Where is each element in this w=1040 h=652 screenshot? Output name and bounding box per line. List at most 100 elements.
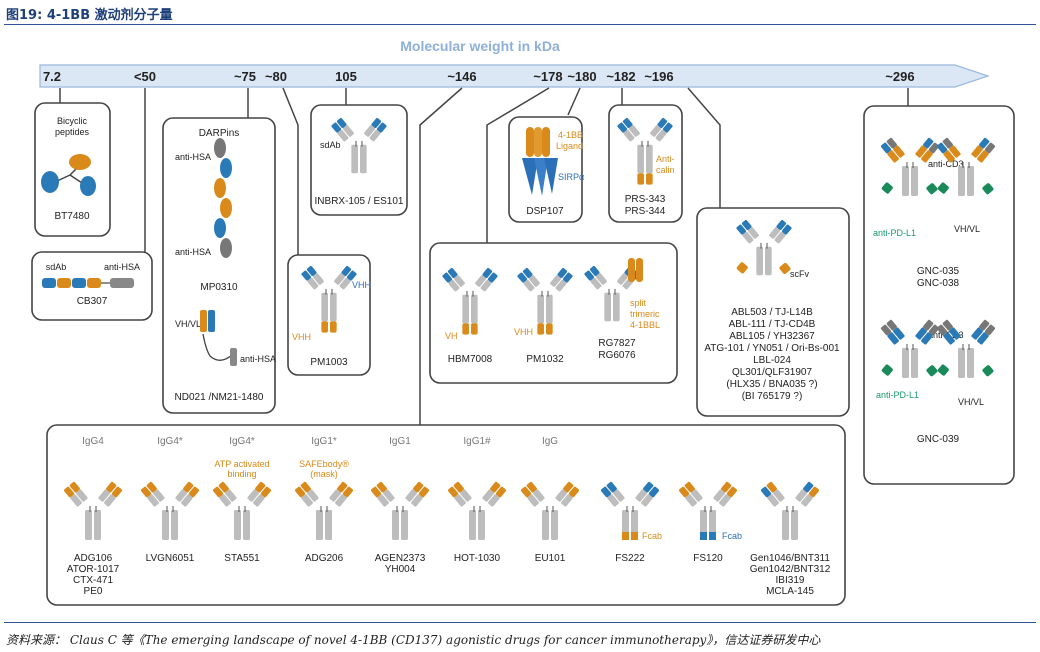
connectors [59,87,909,425]
atp-note-1: ATP activated [214,459,269,469]
scfv-drug-name: ABL503 / TJ-L14B [731,307,813,318]
axis-tick: ~80 [265,69,287,84]
isotype-label: IgG4* [157,436,183,447]
split-ligand-icon [636,258,643,282]
safebody-note-1: SAFEbody® [299,459,349,469]
mp0310-name: MP0310 [200,282,238,293]
isotype-label: IgG1* [311,436,337,447]
igg-drug-name: EU101 [535,553,566,564]
hbm7008-vh: VH [445,331,458,341]
antibody-icon [678,481,738,540]
antibody-icon [63,481,123,540]
antibody-icon [517,267,573,335]
igg-drug-name: YH004 [385,564,416,575]
prs-343: PRS-343 [625,194,666,205]
scfv-drug-name: ATG-101 / YN051 / Ori-Bs-001 [704,343,840,354]
box-pm1003 [287,254,371,376]
antibody-icon [140,481,200,540]
igg-drug-name: STA551 [224,553,260,564]
isotype-label: IgG1# [463,436,491,447]
pm1032-name: PM1032 [526,354,564,365]
scfv-drug-name: ABL-111 / TJ-CD4B [729,319,816,330]
antibody-icon [301,265,357,333]
prs-calin: calin [656,165,675,175]
darpin-chain-icon [214,138,232,258]
antibody-icon [520,481,580,540]
gnc-vhvl-a: VH/VL [954,224,980,234]
pm1003-vhh-top: VHH [352,280,371,290]
axis-tick: 105 [335,69,357,84]
safebody-note-2: (mask) [310,469,338,479]
axis-tick: ~178 [533,69,562,84]
scfv-drug-name: (BI 765179 ?) [742,391,803,402]
nd021-vhvl: VH/VL [175,319,201,329]
inbrx-sdab: sdAb [320,140,341,150]
igg-drug-name: ADG106 [74,553,113,564]
box-inbrx [310,104,408,216]
box-gnc [863,105,1015,485]
axis-tick: <50 [134,69,156,84]
antibody-icon [212,481,272,540]
inbrx-name: INBRX-105 / ES101 [315,196,404,207]
bicyclic-peptide-icon [41,154,96,196]
antibody-icon [736,219,792,276]
gnc-vhvl-b: VH/VL [958,397,984,407]
figure-title: 图19: 4-1BB 激动剂分子量 [6,8,173,23]
box-bt7480 [34,102,111,237]
fcab-note-2: Fcab [722,531,742,541]
scfv-tag: scFv [790,269,809,279]
igg-drug-name: ATOR-1017 [67,564,120,575]
antibody-icon [442,267,498,335]
pm1003-vhh-bot: VHH [292,332,311,342]
igg-drug-name: LVGN6051 [146,553,195,564]
axis-tick: ~146 [447,69,476,84]
gnc-pdl1-a: anti-PD-L1 [873,228,916,238]
isotype-label: IgG4* [229,436,255,447]
bt7480-name: BT7480 [54,211,89,222]
dsp107-sirpa: SIRPα [558,172,584,182]
axis-title: Molecular weight in kDa [400,38,560,54]
igg-drug-name: CTX-471 [73,575,113,586]
axis-arrow [39,64,990,88]
dsp107-41bb: 4-1BB [558,130,583,140]
igg-drug-name: FS120 [693,553,723,564]
antibody-icon [880,137,940,196]
antibody-icon [584,265,640,322]
isotype-label: IgG4 [82,436,104,447]
dsp107-icon [522,127,558,196]
igg-drug-name: ADG206 [305,553,344,564]
igg-drug-name: MCLA-145 [766,586,814,597]
igg-drug-name: PE0 [84,586,103,597]
axis-tick: 7.2 [43,69,61,84]
nd021-icon [200,310,237,366]
prs-344: PRS-344 [625,206,666,217]
isotype-label: IgG [542,436,558,447]
igg-drug-name: Gen1042/BNT312 [750,564,831,575]
antibody-icon [936,319,996,378]
box-igg [46,424,846,606]
igg-drug-name: IBI319 [776,575,805,586]
pm1003-name: PM1003 [310,357,348,368]
gnc-038: GNC-038 [917,278,960,289]
dsp107-name: DSP107 [526,206,564,217]
antibody-icon [370,481,430,540]
box-scfv [696,207,850,417]
dsp107-ligand: Ligand [556,141,583,151]
antibody-icon [331,117,387,174]
antibody-icon [600,481,660,540]
hbm7008-name: HBM7008 [448,354,493,365]
split-ligand-icon [628,258,635,282]
igg-drug-name: FS222 [615,553,645,564]
scfv-drug-name: LBL-024 [753,355,791,366]
rg7827-name: RG7827 [598,338,636,349]
prs-anti: Anti- [656,154,675,164]
gnc-035: GNC-035 [917,266,960,277]
title-rule [4,24,1036,25]
antibody-icons [63,117,996,540]
axis-tick: ~196 [644,69,673,84]
